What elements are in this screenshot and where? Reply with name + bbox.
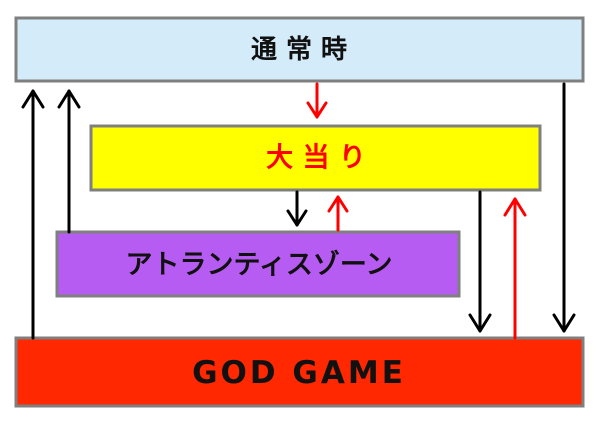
god-game-node: GOD GAME (14, 336, 585, 408)
atlantis-zone-box (55, 230, 461, 298)
arrow-bonus-to-atlantis (286, 190, 308, 227)
atlantis-zone-label: アトランティスゾーン (125, 250, 392, 281)
bonus-state-label: 大 当 り (266, 143, 366, 174)
god-game-label: GOD GAME (192, 355, 406, 391)
arrow-normal-to-bonus (306, 82, 328, 119)
bonus-state-node: 大 当 り (89, 124, 542, 192)
bonus-state-box (89, 124, 542, 192)
normal-state-box (14, 16, 585, 83)
normal-state-node: 通 常 時 (14, 16, 585, 83)
arrow-bonus-to-godgame (468, 190, 492, 333)
arrow-atlantis-to-bonus (327, 195, 349, 232)
god-game-box (14, 336, 585, 408)
arrow-normal-to-godgame (552, 82, 576, 333)
arrow-godgame-to-bonus (503, 197, 527, 340)
atlantis-zone-node: アトランティスゾーン (55, 230, 461, 298)
arrow-godgame-to-normal-outer (21, 89, 45, 340)
normal-state-label: 通 常 時 (251, 35, 347, 65)
arrow-atlantis-to-normal (57, 89, 81, 234)
